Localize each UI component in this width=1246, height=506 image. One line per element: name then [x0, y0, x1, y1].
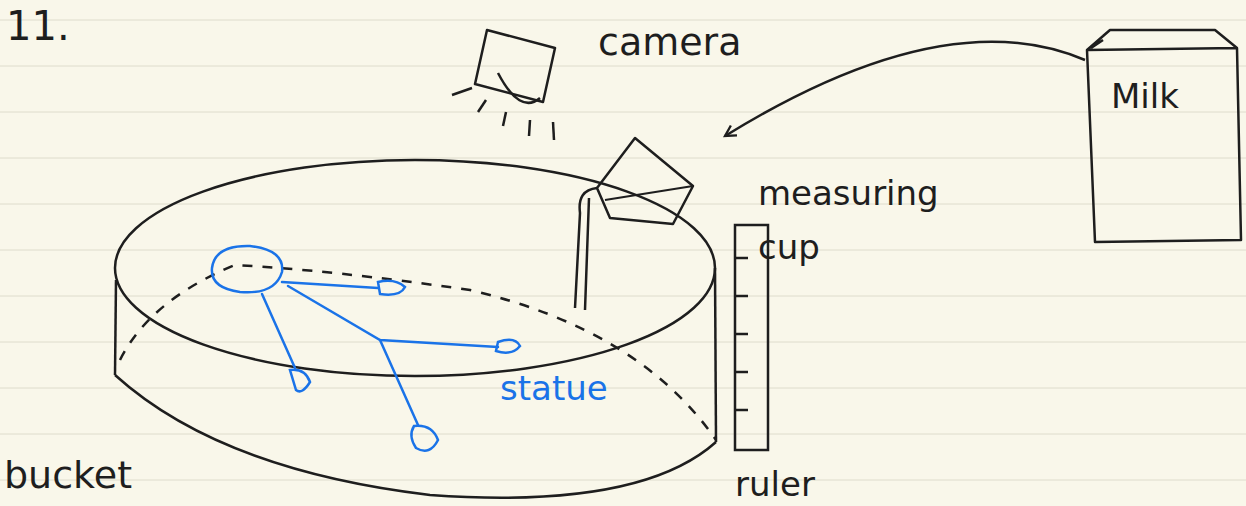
camera-symbol [452, 30, 555, 140]
text-label: statue [500, 370, 608, 407]
text-label: 11. [6, 4, 70, 48]
arrow-connector [725, 42, 1085, 136]
text-label: bucket [4, 455, 132, 497]
statue-figure [212, 246, 520, 451]
measuring-cup-outline [575, 128, 725, 228]
milk-carton-outline [1085, 30, 1243, 245]
paper-lines [0, 20, 1246, 480]
text-label: camera [598, 22, 741, 64]
text-label: ruler [735, 466, 815, 503]
milk-carton: Milk [1085, 30, 1243, 245]
measuring-cup: measuring cup [575, 128, 725, 228]
node-label: Milk [1111, 78, 1179, 115]
node-label: measuring cup [758, 166, 948, 275]
bucket-symbol [115, 160, 716, 498]
